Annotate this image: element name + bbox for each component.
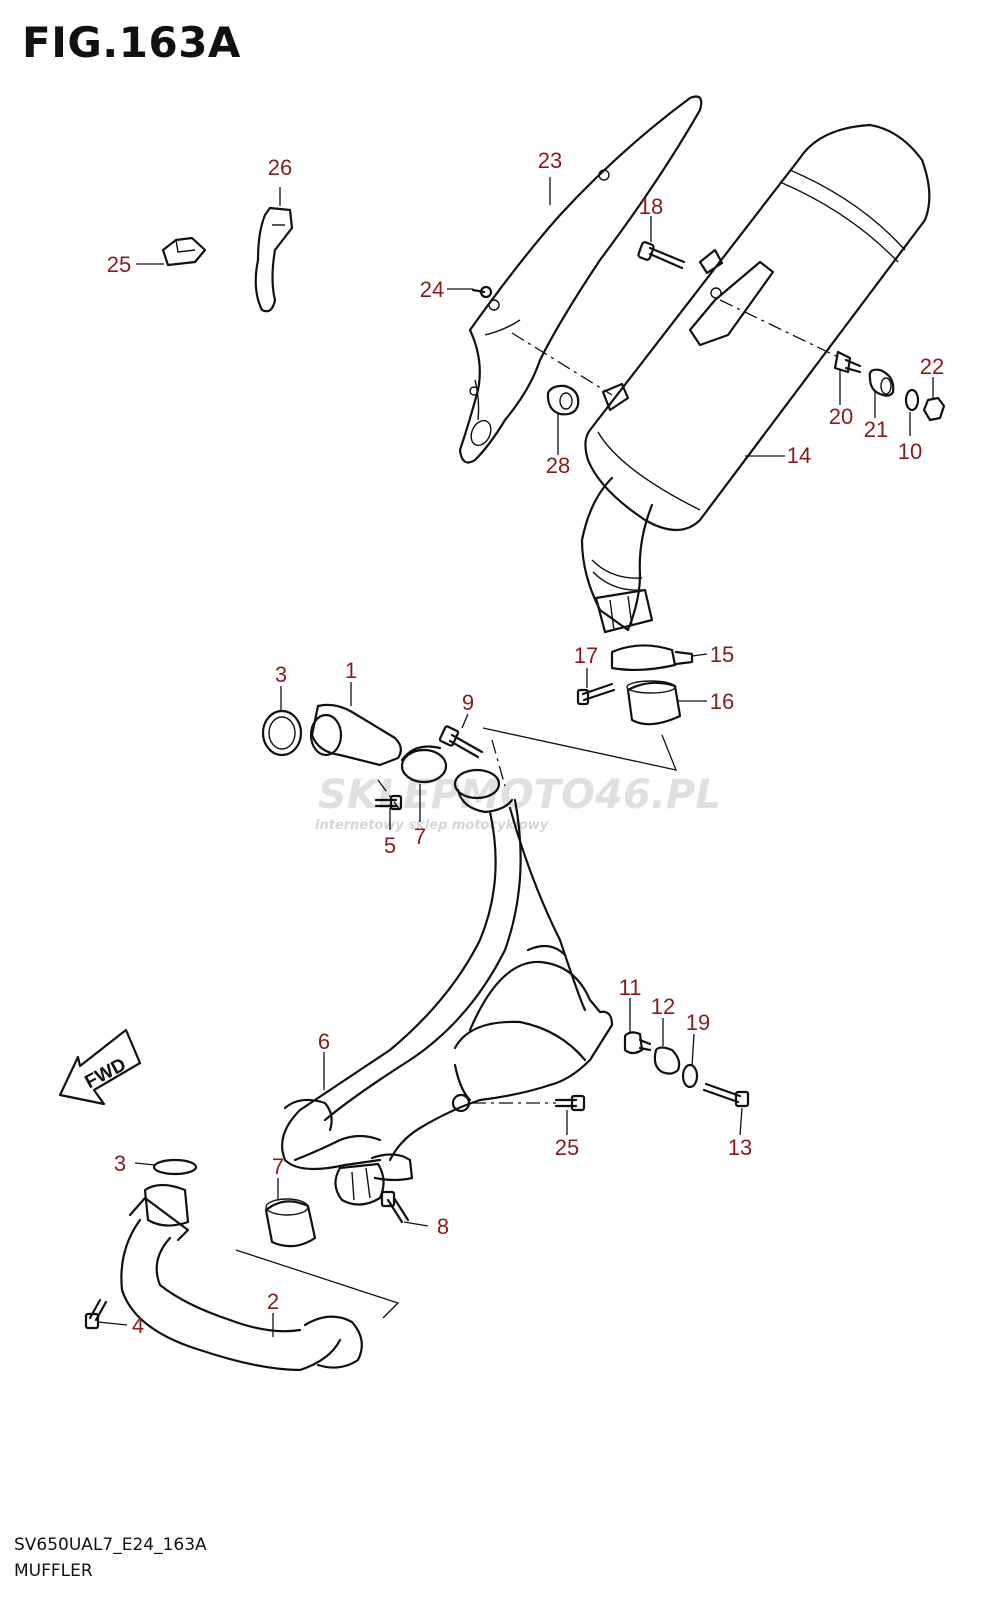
forward-direction-arrow: FWD	[58, 1028, 142, 1106]
watermark: SKLEPMOTO46.PL internetowy sklep motocyk…	[315, 772, 721, 833]
muffler-part	[580, 123, 931, 634]
callout-27: 26	[268, 155, 292, 180]
callout-23: 23	[538, 148, 562, 173]
grommet-28-part	[546, 384, 580, 416]
joint-pipe-1-part	[261, 703, 448, 784]
model-code: SV650UAL7_E24_163A	[14, 1535, 207, 1555]
callout-3-bottom: 3	[114, 1151, 126, 1176]
clamp-26-band-27	[161, 206, 294, 313]
callout-3-top: 3	[275, 662, 287, 687]
callout-14: 14	[787, 443, 811, 468]
screw-24-part	[471, 285, 493, 299]
watermark-sub: internetowy sklep motocyklowy	[315, 818, 549, 833]
callout-18: 18	[639, 194, 663, 219]
callout-10: 10	[898, 439, 922, 464]
lower-gasket-7-bolt-8	[264, 1190, 410, 1248]
callout-7-bottom: 7	[272, 1154, 284, 1179]
callout-21: 21	[864, 417, 888, 442]
catalyst-mount-hardware	[554, 1031, 750, 1112]
callout-16: 16	[710, 689, 734, 714]
front-pipe-2-part	[84, 1158, 363, 1372]
callout-28: 28	[546, 453, 570, 478]
callout-13: 13	[728, 1135, 752, 1160]
callout-6: 6	[318, 1029, 330, 1054]
callout-12: 12	[651, 994, 675, 1019]
rear-mount-hardware	[833, 350, 946, 422]
callout-7-top: 7	[414, 824, 426, 849]
callout-17: 17	[574, 643, 598, 668]
callout-22: 22	[920, 354, 944, 379]
callout-20: 20	[829, 404, 853, 429]
watermark-main: SKLEPMOTO46.PL	[318, 772, 721, 818]
exhaust-pipe-6-part	[281, 768, 614, 1206]
callout-5: 5	[384, 833, 396, 858]
leader-lines	[97, 177, 934, 1337]
muffler-clamp-hardware	[576, 644, 694, 726]
callout-24: 24	[420, 277, 444, 302]
callout-11: 11	[619, 975, 642, 1000]
callout-9: 9	[462, 690, 474, 715]
bolt-18-part	[637, 241, 686, 270]
heat-shield-part	[458, 95, 703, 464]
figure-name: MUFFLER	[14, 1561, 93, 1581]
callout-2: 2	[267, 1289, 279, 1314]
figure-title: FIG.163A	[22, 18, 241, 67]
callout-numbers: 26 25 23 18 24 28 14 20 21 10 22 17 15 1…	[107, 148, 944, 1338]
callout-25: 25	[555, 1135, 579, 1160]
callout-15: 15	[710, 642, 734, 667]
callout-19: 19	[686, 1010, 710, 1035]
callout-4: 4	[132, 1313, 144, 1338]
callout-8: 8	[437, 1214, 449, 1239]
bolts-5-9	[374, 725, 484, 811]
callout-1: 1	[345, 658, 357, 683]
callout-26: 25	[107, 252, 131, 277]
